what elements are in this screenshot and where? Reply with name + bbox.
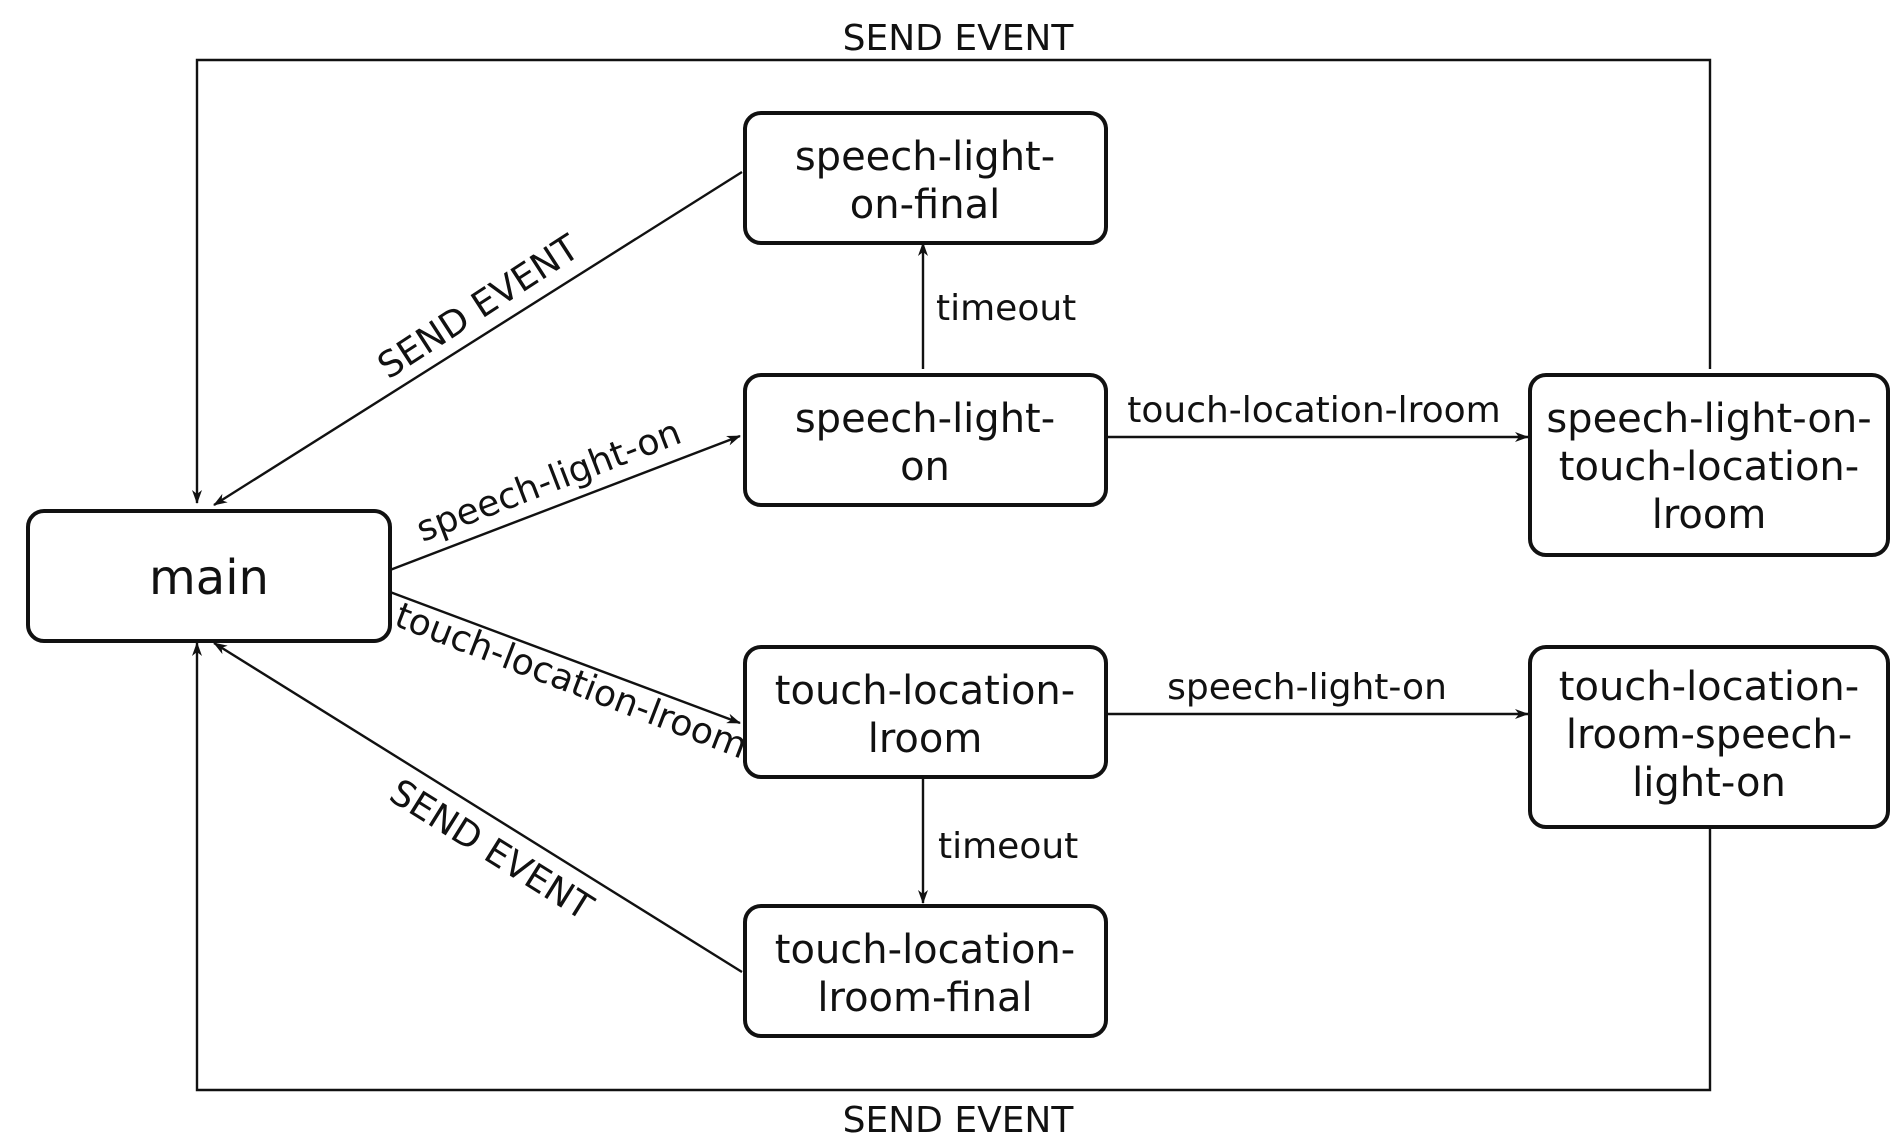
edge-touch-location-lroom-final-to-main	[213, 641, 743, 974]
edge-label-touch-location-lroom-to-final: timeout	[938, 826, 1078, 867]
edge-label-speech-light-on-to-final: timeout	[936, 288, 1076, 329]
edge-bottom-loop-to-main	[192, 642, 1712, 1092]
node-speech-light-on-label-1: speech-light-	[795, 396, 1055, 442]
node-touch-location-lroom-speech-light-on-label-3: light-on	[1632, 760, 1786, 806]
node-touch-location-lroom-final-label-1: touch-location-	[775, 927, 1075, 973]
node-speech-light-on-touch-location-lroom: speech-light-on- touch-location- lroom	[1528, 373, 1890, 557]
edge-speech-light-on-final-to-main	[213, 170, 743, 507]
node-touch-location-lroom-speech-light-on: touch-location- lroom-speech- light-on	[1528, 645, 1890, 829]
edge-label-speech-light-on-to-combined: touch-location-lroom	[1127, 390, 1501, 431]
node-speech-light-on-touch-location-lroom-label-1: speech-light-on-	[1546, 396, 1871, 442]
edge-label-touch-location-lroom-to-combined: speech-light-on	[1167, 667, 1447, 708]
node-speech-light-on-label-2: on	[900, 444, 950, 490]
node-speech-light-on-final-label-1: speech-light-	[795, 134, 1055, 180]
node-speech-light-on: speech-light- on	[743, 373, 1108, 507]
node-speech-light-on-touch-location-lroom-label-3: lroom	[1652, 492, 1767, 538]
edge-label-main-to-speech-light-on: speech-light-on	[411, 412, 687, 551]
edge-main-to-touch-location-lroom	[389, 590, 741, 725]
node-touch-location-lroom-label-1: touch-location-	[775, 668, 1075, 714]
node-speech-light-on-touch-location-lroom-label-2: touch-location-	[1559, 444, 1859, 490]
node-touch-location-lroom-final: touch-location- lroom-final	[743, 904, 1108, 1038]
edge-label-top-loop: SEND EVENT	[843, 18, 1075, 59]
edge-label-speech-light-on-final-to-main: SEND EVENT	[371, 227, 588, 388]
node-touch-location-lroom-speech-light-on-label-2: lroom-speech-	[1566, 712, 1852, 758]
edge-main-to-speech-light-on	[389, 434, 741, 572]
node-main: main	[26, 509, 392, 643]
node-touch-location-lroom-label-2: lroom	[868, 716, 983, 762]
node-touch-location-lroom-speech-light-on-label-1: touch-location-	[1559, 664, 1859, 710]
node-touch-location-lroom-final-label-2: lroom-final	[817, 975, 1032, 1021]
node-main-label: main	[149, 550, 269, 606]
edge-top-loop-to-main	[192, 58, 1712, 504]
node-touch-location-lroom: touch-location- lroom	[743, 645, 1108, 779]
edge-label-touch-location-lroom-final-to-main: SEND EVENT	[382, 772, 600, 930]
node-speech-light-on-final-label-2: on-final	[850, 182, 1000, 228]
edge-label-main-to-touch-location-lroom: touch-location-lroom	[389, 595, 752, 767]
node-speech-light-on-final: speech-light- on-final	[743, 111, 1108, 245]
edge-label-bottom-loop: SEND EVENT	[843, 1100, 1075, 1141]
